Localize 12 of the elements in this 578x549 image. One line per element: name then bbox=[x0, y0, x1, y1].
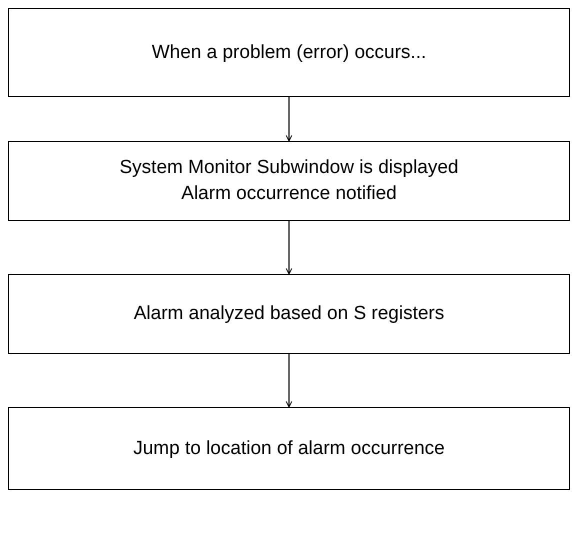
arrow bbox=[286, 354, 292, 408]
box-text: Alarm occurrence notified bbox=[181, 182, 397, 206]
box-text: Alarm analyzed based on S registers bbox=[134, 302, 444, 326]
process-box bbox=[8, 274, 570, 354]
box-text: When a problem (error) occurs... bbox=[152, 40, 426, 65]
process-box bbox=[8, 8, 570, 97]
process-box bbox=[8, 407, 570, 490]
arrow bbox=[286, 97, 292, 142]
arrow bbox=[286, 221, 292, 274]
box-text: Jump to location of alarm occurrence bbox=[133, 436, 445, 461]
box-text: System Monitor Subwindow is displayed bbox=[120, 156, 458, 180]
process-box bbox=[8, 141, 570, 221]
